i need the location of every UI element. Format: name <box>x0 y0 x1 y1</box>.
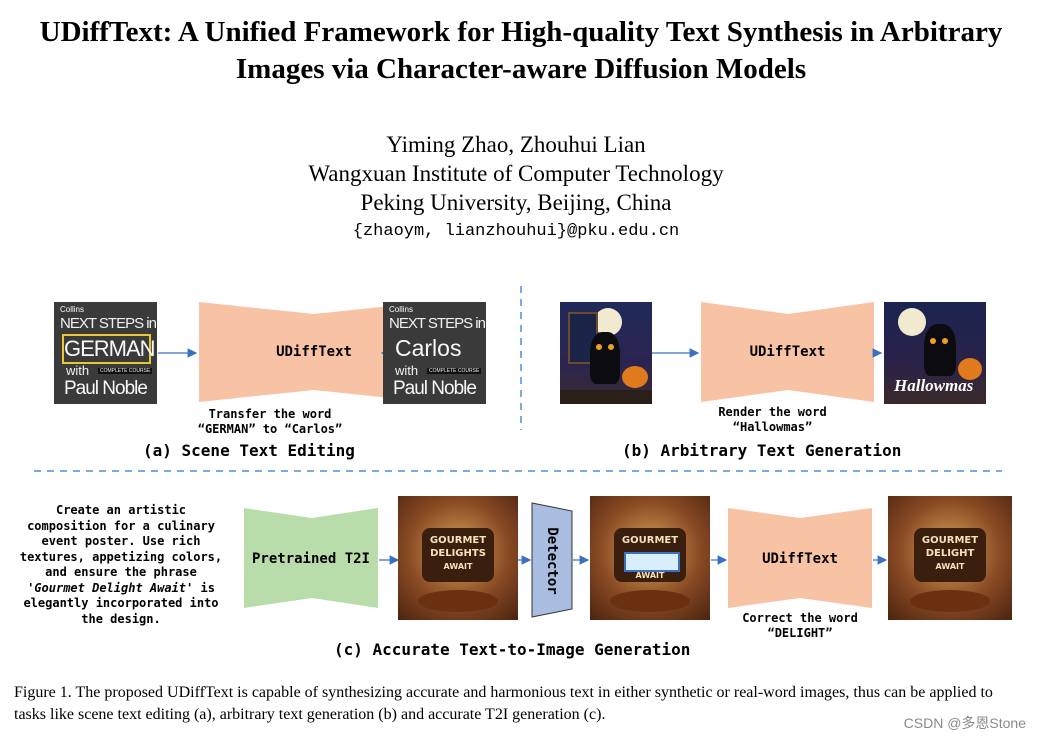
detector-block <box>531 502 573 618</box>
poster-generated: GOURMET DELIGHTS AWAIT <box>398 496 518 620</box>
cat-scene-input <box>560 302 652 404</box>
author-email: {zhaoym, lianzhouhui}@pku.edu.cn <box>352 222 680 241</box>
cat-scene-output: Hallowmas <box>884 302 986 404</box>
detector-label: Detector <box>544 527 560 595</box>
affiliation-line-1: Wangxuan Institute of Computer Technolog… <box>308 161 724 186</box>
udifftext-block-c <box>728 508 872 608</box>
figure-caption: Figure 1. The proposed UDiffText is capa… <box>14 684 993 723</box>
title-line-1: UDiffText: A Unified Framework for High-… <box>39 16 1003 48</box>
affiliation-line-2: Peking University, Beijing, China <box>360 190 672 215</box>
pretrained-t2i-block <box>244 508 378 608</box>
book-cover-after: Collins NEXT STEPS in Carlos with COMPLE… <box>383 302 486 404</box>
authors: Yiming Zhao, Zhouhui Lian <box>386 132 646 157</box>
pretrained-t2i-label: Pretrained T2I <box>251 551 370 567</box>
udifftext-block-a <box>199 302 429 402</box>
udifftext-label-b: UDiffText <box>749 344 826 360</box>
panel-b-label: (b) Arbitrary Text Generation <box>622 441 902 460</box>
instruction-b: Render the word “Hallowmas” <box>718 405 827 434</box>
t2i-prompt: Create an artistic composition for a cul… <box>19 503 223 626</box>
poster-corrected: GOURMET DELIGHT AWAIT <box>888 496 1012 620</box>
panel-c-label: (c) Accurate Text-to-Image Generation <box>334 640 691 659</box>
panel-a-label: (a) Scene Text Editing <box>143 441 355 460</box>
book-cover-before: Collins NEXT STEPS in GERMAN with COMPLE… <box>54 302 157 404</box>
udifftext-label-a: UDiffText <box>276 344 352 360</box>
instruction-a: Transfer the word “GERMAN” to “Carlos” <box>197 407 343 436</box>
title-line-2: Images via Character-aware Diffusion Mod… <box>235 53 807 85</box>
udifftext-block-b <box>701 302 874 402</box>
udifftext-label-c: UDiffText <box>762 551 838 567</box>
poster-detected: GOURMET AWAIT <box>590 496 710 620</box>
figure-1 <box>34 286 1002 618</box>
paper-title: UDiffText: A Unified Framework for High-… <box>0 14 1042 88</box>
watermark: CSDN @多恩Stone <box>903 715 1026 731</box>
instruction-c: Correct the word “DELIGHT” <box>742 611 858 640</box>
